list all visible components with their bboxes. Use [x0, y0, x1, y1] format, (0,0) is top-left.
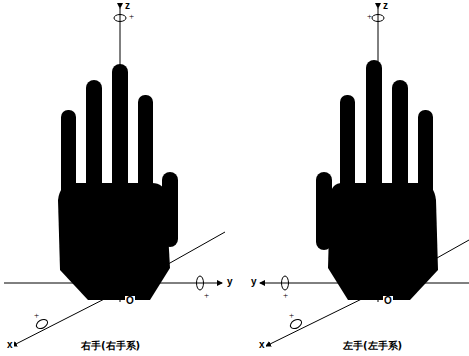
- axis-label: y: [250, 277, 258, 287]
- figure-caption: 左手(左手系): [342, 341, 403, 351]
- rotation-sign: +: [288, 311, 295, 320]
- rotation-sign: +: [203, 291, 210, 300]
- figure-caption: 右手(右手系): [80, 341, 141, 351]
- rotation-sign: +: [282, 291, 289, 300]
- rotation-sign: +: [128, 12, 135, 21]
- axis-label: x: [258, 340, 266, 350]
- axis-label: z: [124, 1, 131, 11]
- rotation-sign: +: [33, 311, 40, 320]
- rotation-sign: +: [366, 12, 373, 21]
- origin-label: O: [383, 296, 393, 306]
- axis-label: z: [382, 1, 389, 11]
- axis-label: x: [6, 340, 14, 350]
- origin-label: O: [125, 296, 135, 306]
- axis-label: y: [226, 277, 234, 287]
